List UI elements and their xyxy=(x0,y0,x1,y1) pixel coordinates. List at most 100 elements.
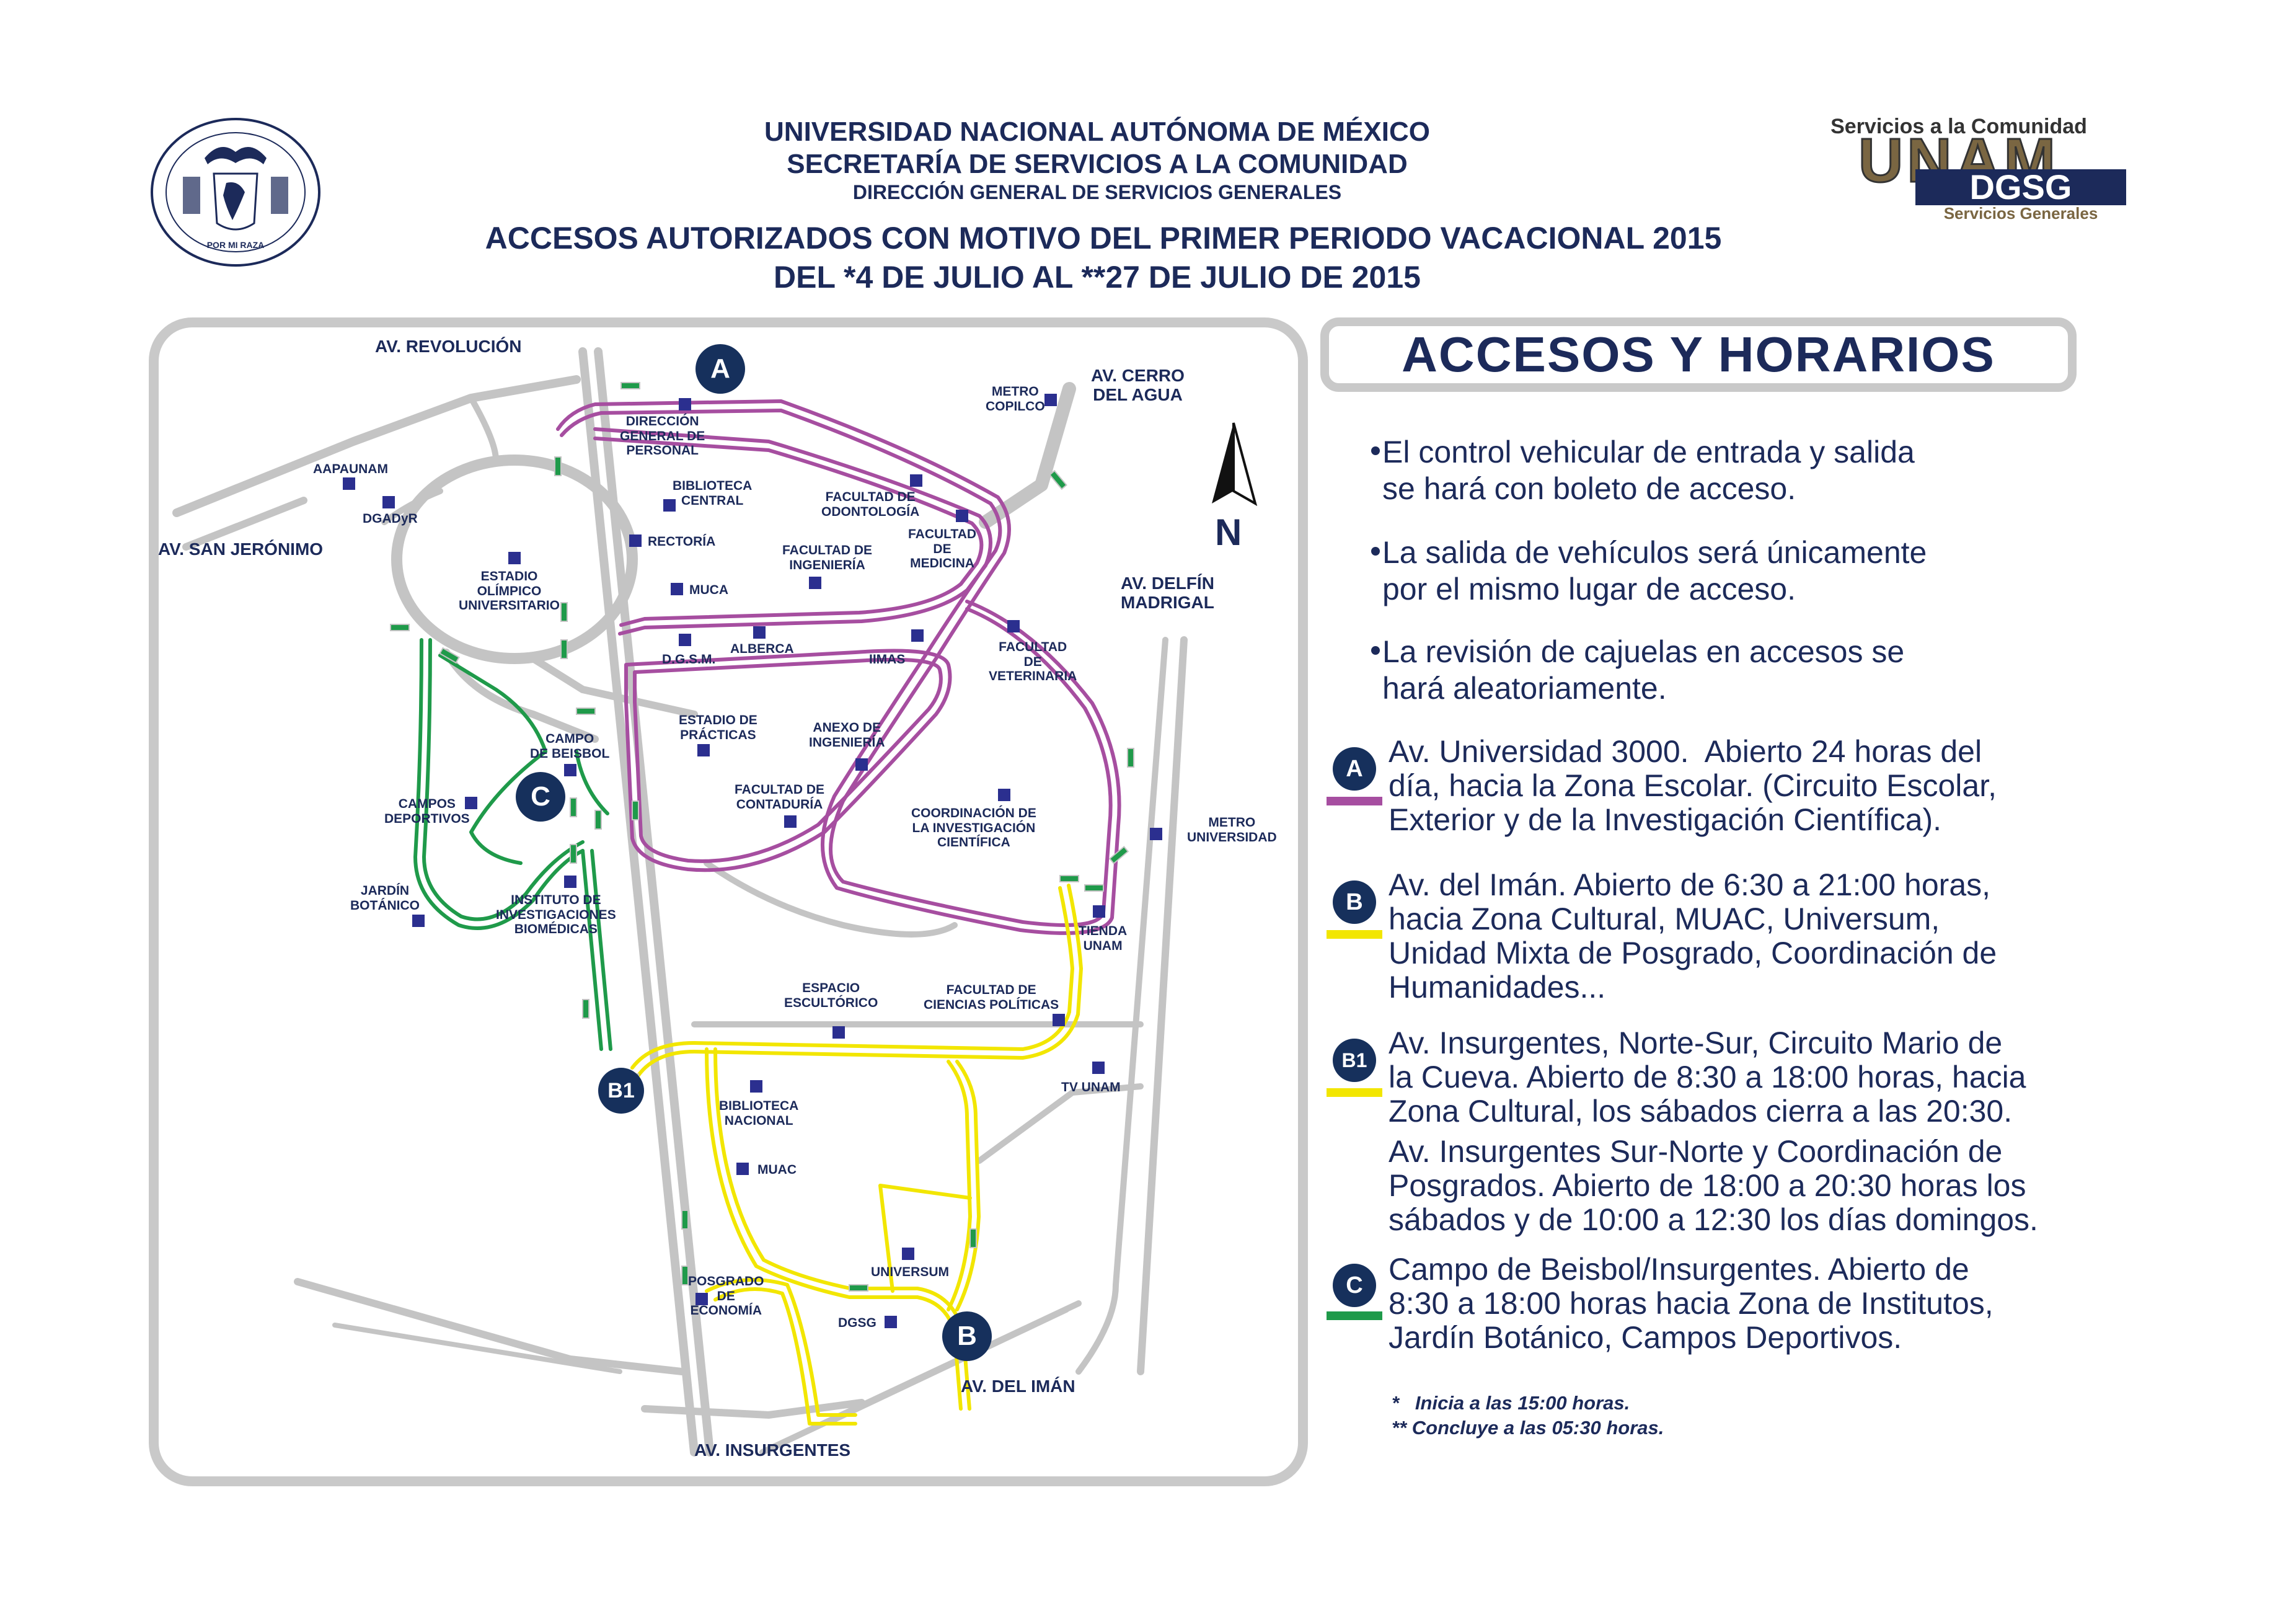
place-marker xyxy=(956,510,968,522)
place-dgsm: D.G.S.M. xyxy=(662,652,716,667)
legend-badge-b1: B1 xyxy=(1333,1039,1376,1082)
place-alberca: ALBERCA xyxy=(730,642,794,656)
route-c xyxy=(413,638,612,1051)
place-marker xyxy=(1053,1014,1065,1026)
place-campos-deportivos: CAMPOS DEPORTIVOS xyxy=(384,797,470,826)
place-aapaunam: AAPAUNAM xyxy=(313,462,388,476)
place-contaduria: FACULTAD DE CONTADURÍA xyxy=(735,783,825,812)
bullet-text: El control vehicular de entrada y salida… xyxy=(1382,435,1915,506)
place-espacio-escultorico: ESPACIO ESCULTÓRICO xyxy=(784,981,878,1010)
note-1: * Inicia a las 15:00 horas. xyxy=(1392,1392,1630,1414)
access-badge-b: B xyxy=(942,1311,992,1361)
header-line3: DIRECCIÓN GENERAL DE SERVICIOS GENERALES xyxy=(852,181,1342,203)
place-marker xyxy=(832,1026,845,1039)
place-muac: MUAC xyxy=(757,1163,797,1177)
campus-map xyxy=(172,347,1258,1457)
place-medicina: FACULTAD DE MEDICINA xyxy=(908,527,977,571)
place-iimas: IIMAS xyxy=(869,652,906,667)
place-universum: UNIVERSUM xyxy=(871,1265,950,1279)
north-label: N xyxy=(1215,512,1242,553)
panel-title-box: ACCESOS Y HORARIOS xyxy=(1320,317,2077,392)
place-marker xyxy=(679,634,691,646)
legend-text-b1: Av. Insurgentes, Norte-Sur, Circuito Mar… xyxy=(1389,1026,2026,1129)
gate-markers xyxy=(390,382,1134,1292)
place-marker xyxy=(1007,620,1020,632)
access-badge-b1: B1 xyxy=(598,1068,644,1114)
svg-text:POR MI RAZA: POR MI RAZA xyxy=(207,240,265,250)
place-biblioteca-nacional: BIBLIOTECA NACIONAL xyxy=(719,1099,799,1128)
place-estadio: ESTADIO OLÍMPICO UNIVERSITARIO xyxy=(459,569,560,613)
place-marker xyxy=(750,1080,762,1093)
place-coordinacion-ic: COORDINACIÓN DE LA INVESTIGACIÓN CIENTÍF… xyxy=(911,806,1036,850)
place-estadio-practicas: ESTADIO DE PRÁCTICAS xyxy=(679,713,757,742)
road-label-insurgentes: AV. INSURGENTES xyxy=(694,1440,851,1460)
place-dir-personal: DIRECCIÓN GENERAL DE PERSONAL xyxy=(620,414,705,458)
north-arrow-icon xyxy=(1212,422,1258,507)
place-jardin-botanico: JARDÍN BOTÁNICO xyxy=(350,884,420,913)
header-title1: ACCESOS AUTORIZADOS CON MOTIVO DEL PRIME… xyxy=(485,221,1722,255)
bullet-3: La revisión de cajuelas en accesos se ha… xyxy=(1371,634,1905,707)
legend-text-c: Campo de Beisbol/Insurgentes. Abierto de… xyxy=(1389,1252,1994,1355)
bullet-dot xyxy=(1371,446,1380,455)
bullet-text: La salida de vehículos será únicamente p… xyxy=(1382,535,1927,606)
place-marker xyxy=(564,876,576,888)
dgsg-logo: Servicios a la Comunidad UNAM DGSG Servi… xyxy=(1779,115,2139,223)
logo-sub-text: DGSG xyxy=(1915,169,2126,205)
place-campo-beisbol: CAMPO DE BEISBOL xyxy=(530,732,610,761)
place-politicas: FACULTAD DE CIENCIAS POLÍTICAS xyxy=(924,983,1059,1012)
place-marker xyxy=(671,583,683,595)
legend-bar-b xyxy=(1327,930,1382,939)
place-marker xyxy=(885,1316,897,1328)
place-odontologia: FACULTAD DE ODONTOLOGÍA xyxy=(821,490,920,519)
place-anexo-ingenieria: ANEXO DE INGENIERÍA xyxy=(809,721,885,750)
place-marker xyxy=(736,1163,749,1175)
place-marker xyxy=(809,577,821,589)
stadium-ring xyxy=(391,455,638,664)
place-biblioteca-central: BIBLIOTECA CENTRAL xyxy=(673,479,753,508)
place-marker xyxy=(629,534,642,547)
place-marker xyxy=(343,477,355,490)
place-marker xyxy=(1150,828,1162,840)
place-marker xyxy=(1093,905,1105,918)
place-tv-unam: TV UNAM xyxy=(1061,1080,1121,1094)
route-b xyxy=(630,884,1083,1426)
place-marker xyxy=(679,398,691,410)
place-marker xyxy=(910,474,922,487)
place-marker xyxy=(465,797,477,809)
place-metro-copilco: METRO COPILCO xyxy=(986,384,1045,414)
header-line1: UNIVERSIDAD NACIONAL AUTÓNOMA DE MÉXICO xyxy=(764,117,1430,147)
place-marker xyxy=(564,764,576,776)
place-dgsg: DGSG xyxy=(838,1316,876,1330)
place-veterinaria: FACULTAD DE VETERINARIA xyxy=(989,640,1077,684)
bullet-text: La revisión de cajuelas en accesos se ha… xyxy=(1382,634,1905,706)
place-marker xyxy=(1044,394,1057,406)
road-network xyxy=(172,347,1188,1457)
road-label-san-jeronimo: AV. SAN JERÓNIMO xyxy=(158,539,324,559)
legend-text-b: Av. del Imán. Abierto de 6:30 a 21:00 ho… xyxy=(1389,867,1997,1005)
place-marker xyxy=(784,815,797,828)
legend-badge-c: C xyxy=(1333,1264,1376,1307)
legend-badge-a: A xyxy=(1333,747,1376,791)
legend-bar-a xyxy=(1327,797,1382,805)
south-west-road xyxy=(294,1278,686,1375)
panel-title: ACCESOS Y HORARIOS xyxy=(1402,327,1995,382)
insurgentes-road xyxy=(578,347,699,1457)
legend-text-a: Av. Universidad 3000. Abierto 24 horas d… xyxy=(1389,734,1997,837)
legend-text-weekend: Av. Insurgentes Sur-Norte y Coordinación… xyxy=(1389,1134,2038,1237)
route-a xyxy=(556,399,1121,935)
place-marker xyxy=(1092,1062,1105,1074)
place-marker xyxy=(998,789,1010,801)
legend-bar-c xyxy=(1327,1311,1382,1320)
road-label-delfin: AV. DELFÍN MADRIGAL xyxy=(1121,574,1214,613)
access-badge-a: A xyxy=(695,344,745,394)
header-title2: DEL *4 DE JULIO AL **27 DE JULIO DE 2015 xyxy=(774,260,1421,295)
access-badge-c: C xyxy=(516,772,565,822)
place-marker xyxy=(382,496,395,508)
place-biomedicas: INSTITUTO DE INVESTIGACIONES BIOMÉDICAS xyxy=(496,893,616,937)
bullet-dot xyxy=(1371,547,1380,556)
place-rectoria: RECTORÍA xyxy=(648,534,716,549)
bullet-1: El control vehicular de entrada y salida… xyxy=(1371,434,1915,507)
place-marker xyxy=(753,626,766,639)
delfin-madrigal-road xyxy=(1137,636,1188,1375)
legend-badge-b: B xyxy=(1333,880,1376,924)
